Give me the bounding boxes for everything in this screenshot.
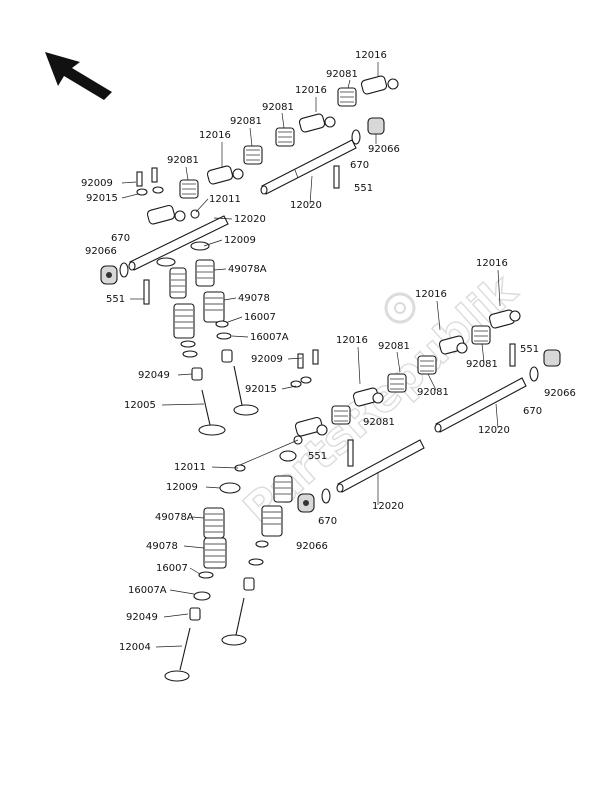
upper-rocker-spring-1 (337, 87, 357, 107)
part-label-12011-m: 12011 (209, 194, 241, 205)
upper-rocker-arm-3 (206, 165, 244, 185)
part-label-670-q: 670 (111, 233, 130, 244)
part-label-670-ap: 670 (318, 516, 337, 527)
part-label-49078-at: 49078 (146, 541, 178, 552)
part-label-92015-af: 92015 (245, 384, 277, 395)
part-labels: 12016 92081 12016 92081 92066 12016 9208… (81, 50, 576, 653)
upper-rocker-shaft (260, 139, 357, 195)
part-label-551-ae: 551 (520, 344, 539, 355)
leader-lines (121, 62, 501, 648)
right-rocker-shaft (434, 377, 527, 433)
lower-shaft-o-ring-left (321, 488, 331, 504)
upper-rocker-shaft-2 (128, 215, 229, 271)
part-label-92066-p: 92066 (85, 246, 117, 257)
part-label-12016-z: 12016 (476, 258, 508, 269)
part-label-12005-x: 12005 (124, 400, 156, 411)
right-rocker-spring-4 (331, 405, 351, 425)
part-label-12016-f: 12016 (199, 130, 231, 141)
part-label-92081-g: 92081 (230, 116, 262, 127)
part-label-12016-ab: 12016 (336, 335, 368, 346)
part-label-16007-au: 16007 (156, 563, 188, 574)
part-label-92081-b: 92081 (326, 69, 358, 80)
upper-shaft-o-ring-right (351, 129, 361, 145)
part-label-12009-o: 12009 (224, 235, 256, 246)
part-label-12004-ax: 12004 (119, 642, 151, 653)
part-label-92081-ah: 92081 (417, 387, 449, 398)
part-label-92009-ac: 92009 (251, 354, 283, 365)
right-rocker-spring-2 (417, 355, 437, 375)
part-label-16007A-av: 16007A (128, 585, 167, 596)
upper-adjuster-screws (136, 167, 164, 196)
lower-shaft-pin-left (347, 439, 354, 467)
watermark-gear-icon (384, 292, 416, 324)
part-label-92015-l: 92015 (86, 193, 118, 204)
part-label-12016-aa: 12016 (415, 289, 447, 300)
part-label-92049-aw: 92049 (126, 612, 158, 623)
right-rocker-arm-3 (352, 387, 384, 407)
lower-shaft-cap-left (297, 493, 315, 513)
upper-shaft-cap-right (367, 117, 385, 135)
right-shaft-o-ring (529, 366, 539, 382)
part-label-92081-ak: 92081 (363, 417, 395, 428)
right-rocker-arm-2 (438, 335, 468, 355)
part-label-92066-as: 92066 (296, 541, 328, 552)
part-label-92081-ad: 92081 (378, 341, 410, 352)
upper-rocker-spring-4 (179, 179, 199, 199)
right-shaft-pin (509, 343, 516, 367)
front-direction-arrow-icon (45, 52, 112, 100)
part-label-92066-e: 92066 (368, 144, 400, 155)
part-label-12020-al: 12020 (478, 425, 510, 436)
lower-valve-stack-right (221, 450, 297, 646)
part-label-12016-c: 12016 (295, 85, 327, 96)
right-rocker-spring-3 (387, 373, 407, 393)
part-label-551-s: 551 (106, 294, 125, 305)
part-label-670-aj: 670 (523, 406, 542, 417)
upper-shaft-cap-left (100, 265, 118, 285)
right-rocker-spring-1 (471, 325, 491, 345)
part-label-670-h: 670 (350, 160, 369, 171)
upper-rocker-arm-4 (146, 204, 200, 225)
right-rocker-shaft-2 (336, 439, 425, 493)
lower-rocker-arm-pivot (239, 435, 303, 466)
part-label-92009-k: 92009 (81, 178, 113, 189)
right-shaft-cap (543, 349, 561, 367)
upper-valve-stack-left (156, 257, 226, 436)
part-label-49078A-ar: 49078A (155, 512, 194, 523)
part-label-12011-an: 12011 (174, 462, 206, 473)
upper-valve-stack-right (190, 241, 259, 416)
part-label-49078A-r: 49078A (228, 264, 267, 275)
upper-rocker-spring-3 (243, 145, 263, 165)
lower-adjuster-screws (290, 349, 319, 388)
part-label-92081-d: 92081 (262, 102, 294, 113)
upper-rocker-arm-1 (360, 75, 399, 95)
part-label-12020-y: 12020 (290, 200, 322, 211)
right-rocker-arm-1 (488, 309, 521, 329)
part-label-551-j: 551 (354, 183, 373, 194)
part-label-92081-ag: 92081 (466, 359, 498, 370)
part-label-92049-w: 92049 (138, 370, 170, 381)
right-rocker-arm-4 (294, 416, 328, 437)
part-label-12016-a: 12016 (355, 50, 387, 61)
upper-shaft-o-ring-left (119, 262, 129, 278)
upper-shaft-pin-left (143, 279, 150, 305)
part-label-12020-aq: 12020 (372, 501, 404, 512)
part-label-12009-ao: 12009 (166, 482, 198, 493)
part-label-16007-u: 16007 (244, 312, 276, 323)
part-label-551-am: 551 (308, 451, 327, 462)
upper-rocker-arm-2 (298, 113, 336, 133)
upper-shaft-pin-right (333, 165, 340, 189)
part-label-49078-t: 49078 (238, 293, 270, 304)
part-label-92081-i: 92081 (167, 155, 199, 166)
upper-rocker-spring-2 (275, 127, 295, 147)
part-label-92066-ai: 92066 (544, 388, 576, 399)
part-label-16007A-v: 16007A (250, 332, 289, 343)
part-label-12020-n: 12020 (234, 214, 266, 225)
